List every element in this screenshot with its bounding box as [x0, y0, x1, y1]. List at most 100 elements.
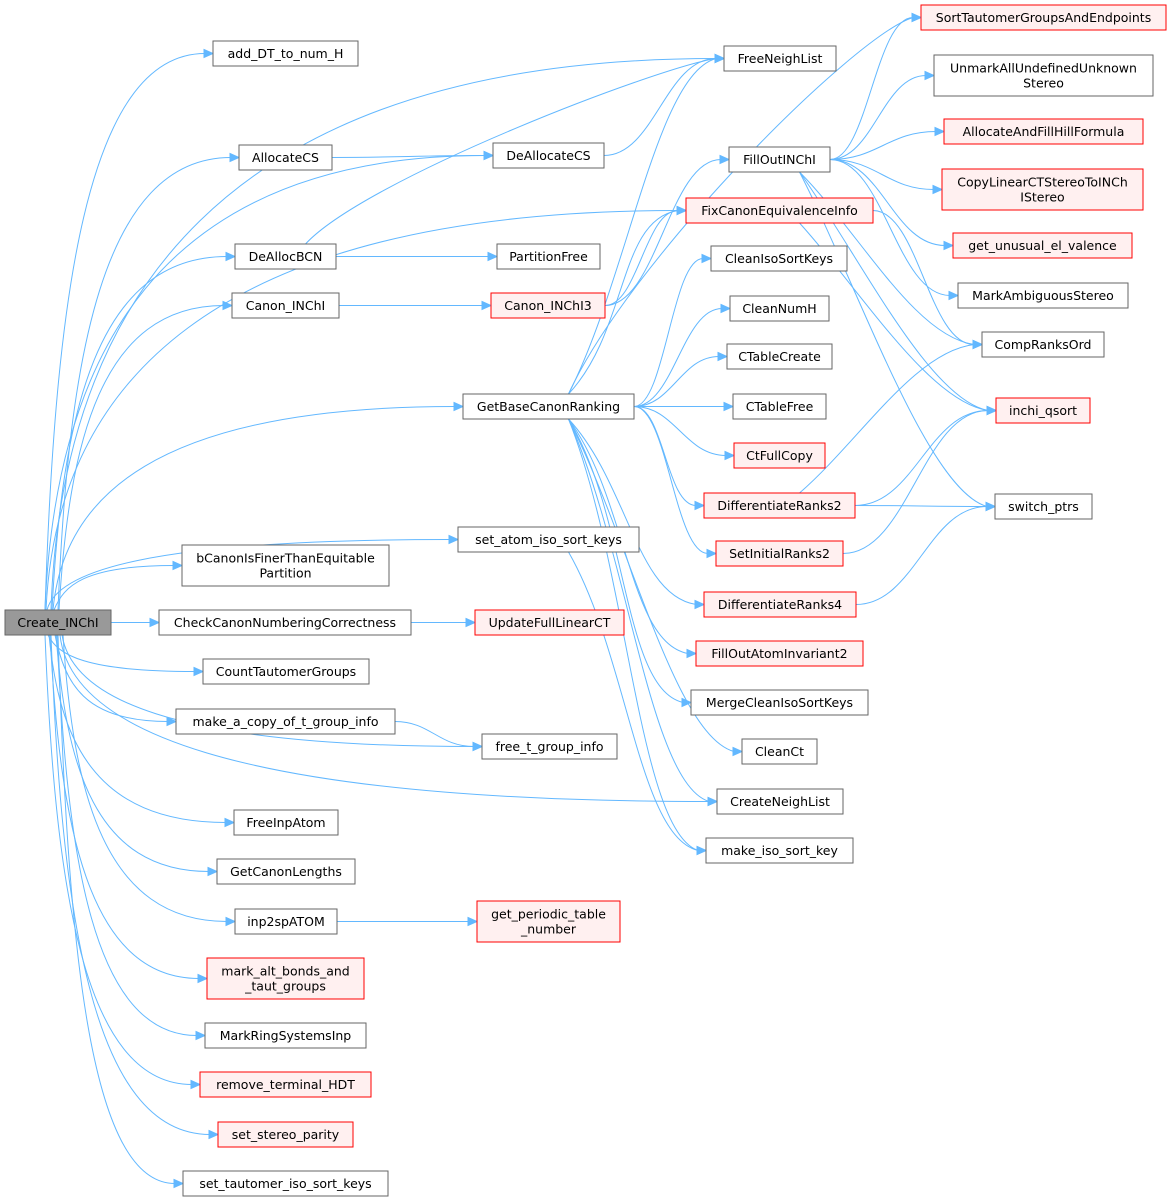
- node-filloutinchi[interactable]: FillOutINChI: [728, 146, 831, 173]
- node-freeinpatom[interactable]: FreeInpAtom: [233, 809, 339, 836]
- node-remove_terminal_hdt[interactable]: remove_terminal_HDT: [199, 1071, 372, 1098]
- node-set_stereo_parity[interactable]: set_stereo_parity: [217, 1121, 354, 1148]
- node-label: DeAllocBCN: [249, 249, 323, 264]
- node-mergecleanisosortkeys[interactable]: MergeCleanIsoSortKeys: [690, 689, 869, 716]
- node-filloutatominvariant2[interactable]: FillOutAtomInvariant2: [695, 640, 864, 667]
- node-deallocbcn[interactable]: DeAllocBCN: [234, 243, 337, 270]
- node-ctfullcopy[interactable]: CtFullCopy: [733, 442, 826, 469]
- call-edge-create_inchi-to-add_dt_to_num_h: [44, 48, 215, 611]
- node-switch_ptrs[interactable]: switch_ptrs: [994, 493, 1093, 520]
- node-inp2spatom[interactable]: inp2spATOM: [234, 908, 338, 935]
- node-cleanct[interactable]: CleanCt: [741, 738, 818, 765]
- node-createneighlist[interactable]: CreateNeighList: [716, 788, 844, 815]
- arrowhead: [985, 501, 997, 512]
- node-box: [723, 45, 837, 72]
- call-edge-getbasecanonranking-to-ctfullcopy: [633, 406, 736, 461]
- node-box: [238, 144, 333, 171]
- arrowhead: [190, 1079, 202, 1090]
- arrowhead: [911, 12, 923, 23]
- node-updatefulllinearct[interactable]: UpdateFullLinearCT: [474, 609, 625, 636]
- node-canon_inchi[interactable]: Canon_INChI: [231, 292, 340, 319]
- node-cleanisosortkeys[interactable]: CleanIsoSortKeys: [710, 245, 848, 272]
- node-label: Stereo: [1023, 76, 1064, 91]
- edge-line: [568, 418, 684, 703]
- node-create_inchi[interactable]: Create_INChI: [4, 609, 112, 636]
- node-inchi_qsort[interactable]: inchi_qsort: [995, 397, 1091, 424]
- edge-line: [633, 258, 704, 407]
- node-label: CTableFree: [746, 399, 814, 414]
- call-edge-getbasecanonranking-to-cleanct: [568, 418, 744, 757]
- arrowhead: [207, 866, 219, 877]
- node-differentiateranks4[interactable]: DifferentiateRanks4: [703, 591, 857, 618]
- call-edge-create_inchi-to-set_tautomer_iso_sort_keys: [57, 634, 185, 1189]
- node-label: Partition: [259, 566, 311, 581]
- node-get_periodic_table_number[interactable]: get_periodic_table_number: [476, 900, 621, 943]
- node-free_t_group_info[interactable]: free_t_group_info: [481, 733, 618, 760]
- edge-line: [51, 256, 228, 611]
- node-ctablecreate[interactable]: CTableCreate: [726, 343, 833, 370]
- arrowhead: [222, 300, 234, 311]
- call-edge-create_inchi-to-bcanonisfiner: [53, 560, 184, 611]
- arrowhead: [225, 251, 237, 262]
- arrowhead: [706, 548, 718, 559]
- node-make_iso_sort_key[interactable]: make_iso_sort_key: [705, 837, 854, 864]
- node-allocateandfillhill[interactable]: AllocateAndFillHillFormula: [943, 118, 1144, 145]
- call-edge-create_inchi-to-freeinpatom: [48, 634, 236, 828]
- node-make_a_copy_of_t_group_info[interactable]: make_a_copy_of_t_group_info: [175, 708, 396, 735]
- node-label: CTableCreate: [738, 349, 821, 364]
- node-getcanonlengths[interactable]: GetCanonLengths: [216, 858, 356, 885]
- node-freeneighlist[interactable]: FreeNeighList: [723, 45, 837, 72]
- node-setinitialranks2[interactable]: SetInitialRanks2: [715, 540, 844, 567]
- node-box: [703, 492, 856, 519]
- node-box: [4, 609, 112, 636]
- arrowhead: [724, 450, 736, 461]
- node-box: [726, 343, 833, 370]
- node-label: _taut_groups: [244, 979, 326, 994]
- edge-line: [799, 171, 975, 345]
- node-deallocatecs[interactable]: DeAllocateCS: [492, 142, 605, 169]
- node-canon_inchi3[interactable]: Canon_INChI3: [490, 292, 606, 319]
- call-edge-create_inchi-to-mark_alt_bonds: [49, 634, 209, 984]
- edge-line: [568, 418, 710, 802]
- node-checkcanonnumbering[interactable]: CheckCanonNumberingCorrectness: [158, 609, 412, 636]
- node-get_unusual_el_valence[interactable]: get_unusual_el_valence: [952, 232, 1133, 259]
- node-label: FixCanonEquivalenceInfo: [701, 203, 858, 218]
- node-cleannumh[interactable]: CleanNumH: [729, 295, 830, 322]
- node-markambiguousstereo[interactable]: MarkAmbiguousStereo: [957, 282, 1129, 309]
- edge-line: [305, 58, 717, 245]
- node-differentiateranks2[interactable]: DifferentiateRanks2: [703, 492, 856, 519]
- arrowhead: [193, 666, 205, 677]
- node-label: inp2spATOM: [247, 914, 325, 929]
- node-set_atom_iso_sort_keys[interactable]: set_atom_iso_sort_keys: [457, 526, 640, 553]
- edge-line: [568, 551, 699, 851]
- edge-line: [854, 410, 989, 506]
- node-partitionfree[interactable]: PartitionFree: [496, 243, 601, 270]
- call-edge-differentiateranks2-to-inchi_qsort: [854, 405, 998, 506]
- node-box: [216, 858, 356, 885]
- node-mark_alt_bonds[interactable]: mark_alt_bonds_and_taut_groups: [206, 957, 365, 1000]
- node-box: [920, 4, 1167, 31]
- edge-line: [568, 210, 679, 395]
- node-set_tautomer_iso_sort_keys[interactable]: set_tautomer_iso_sort_keys: [182, 1170, 389, 1197]
- node-counttautomergroups[interactable]: CountTautomerGroups: [202, 658, 370, 685]
- node-box: [474, 609, 625, 636]
- node-ctablefree[interactable]: CTableFree: [732, 393, 827, 420]
- node-allocatecs[interactable]: AllocateCS: [238, 144, 333, 171]
- node-sorttautomergroups[interactable]: SortTautomerGroupsAndEndpoints: [920, 4, 1167, 31]
- edges-layer: [44, 12, 998, 1189]
- node-box: [182, 1170, 389, 1197]
- call-edge-create_inchi-to-deallocatecs: [44, 150, 495, 611]
- node-getbasecanonranking[interactable]: GetBaseCanonRanking: [462, 393, 635, 420]
- edge-line: [829, 159, 946, 246]
- node-add_dt_to_num_h[interactable]: add_DT_to_num_H: [212, 40, 359, 67]
- node-label: make_a_copy_of_t_group_info: [192, 714, 378, 729]
- node-markringsystemsinp[interactable]: MarkRingSystemsInp: [204, 1022, 367, 1049]
- arrowhead: [694, 599, 706, 610]
- call-edge-create_inchi-to-markringsystemsinp: [56, 634, 207, 1041]
- node-compranksord[interactable]: CompRanksOrd: [981, 331, 1105, 358]
- node-box: [957, 282, 1129, 309]
- node-fixcanonequivalenceinfo[interactable]: FixCanonEquivalenceInfo: [685, 197, 874, 224]
